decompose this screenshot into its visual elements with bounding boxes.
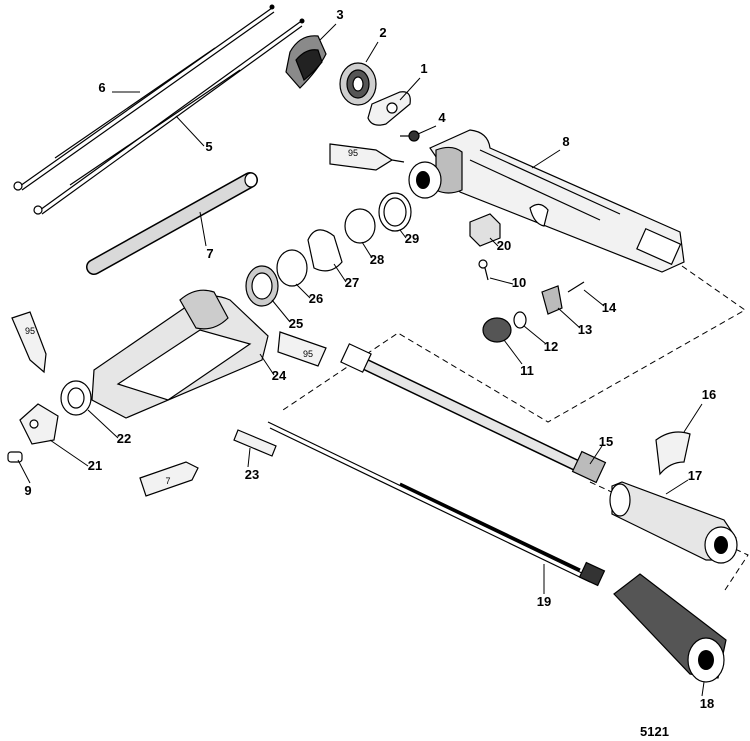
part-2-gear xyxy=(339,62,377,106)
part-18-handle xyxy=(613,573,727,683)
seal-rings xyxy=(245,192,412,307)
callout-8: 8 xyxy=(562,134,569,149)
callout-4: 4 xyxy=(438,110,446,125)
callout-16: 16 xyxy=(702,387,716,402)
part-13-14-bracket-bolt xyxy=(541,281,585,315)
grease-tube-label: 95 xyxy=(25,326,35,336)
callout-29: 29 xyxy=(405,231,419,246)
callout-13: 13 xyxy=(578,322,592,337)
figure-id: 5121 xyxy=(640,724,669,739)
part-1-plate xyxy=(367,91,411,126)
grease-tube-95-upper xyxy=(329,143,405,171)
part-15-shaft xyxy=(340,343,607,484)
grease-tube-95-left xyxy=(11,311,47,374)
callout-11: 11 xyxy=(520,363,534,378)
callout-28: 28 xyxy=(370,252,384,267)
part-9-screw xyxy=(7,451,23,463)
callout-26: 26 xyxy=(309,291,323,306)
callout-3: 3 xyxy=(336,7,343,22)
part-3-bracket xyxy=(285,35,327,89)
part-cables xyxy=(13,4,305,215)
part-4-screw xyxy=(400,130,420,142)
part-23-bolt xyxy=(233,429,277,457)
part-20-clip xyxy=(469,213,501,247)
callout-6: 6 xyxy=(98,80,105,95)
callout-2: 2 xyxy=(379,25,386,40)
grease-tube-7 xyxy=(139,461,199,497)
grease-tube-labels: 95 95 95 7 xyxy=(25,148,358,486)
callout-23: 23 xyxy=(245,467,259,482)
callout-9: 9 xyxy=(24,483,31,498)
callout-27: 27 xyxy=(345,275,359,290)
grease-tube-label: 7 xyxy=(165,476,170,486)
callout-21: 21 xyxy=(88,458,102,473)
part-8-tiller-arm xyxy=(408,129,685,273)
grease-tube-95-right xyxy=(277,331,327,367)
part-24-lower-housing xyxy=(91,289,269,419)
callout-1: 1 xyxy=(420,61,427,76)
callout-15: 15 xyxy=(599,434,613,449)
callout-18: 18 xyxy=(700,696,714,711)
callout-25: 25 xyxy=(289,316,303,331)
callout-24: 24 xyxy=(272,368,287,383)
callout-12: 12 xyxy=(544,339,558,354)
grease-tube-label: 95 xyxy=(348,148,358,158)
part-17-grip xyxy=(609,481,738,564)
callout-10: 10 xyxy=(512,275,526,290)
callout-17: 17 xyxy=(688,468,702,483)
leader-lines xyxy=(17,23,705,697)
callout-22: 22 xyxy=(117,431,131,446)
callout-5: 5 xyxy=(205,139,212,154)
callout-7: 7 xyxy=(206,246,213,261)
part-19-wire-assembly xyxy=(267,421,606,587)
callout-19: 19 xyxy=(537,594,551,609)
part-22-bushing xyxy=(60,380,92,416)
callout-14: 14 xyxy=(602,300,617,315)
callout-numbers: 1234567891011121314151617181920212223242… xyxy=(24,7,716,711)
part-21-plate xyxy=(19,403,59,445)
grease-tube-label: 95 xyxy=(303,349,313,359)
callout-20: 20 xyxy=(497,238,511,253)
part-10-bolt xyxy=(478,259,489,281)
part-rod xyxy=(86,172,258,275)
part-16-clip xyxy=(655,431,691,476)
part-11-12-knob-washer xyxy=(482,311,527,343)
